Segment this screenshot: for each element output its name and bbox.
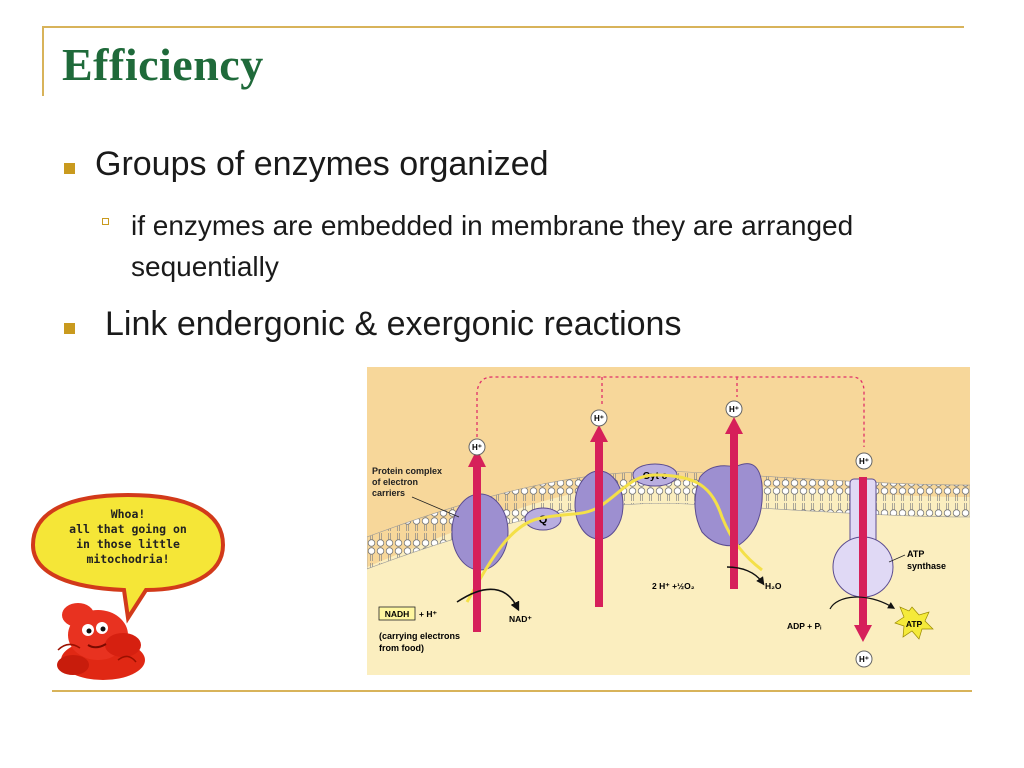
h-plus-label: H⁺	[594, 414, 604, 423]
nadh-reaction-arrow	[456, 588, 520, 612]
speech-text: Whoa!	[111, 507, 146, 521]
q-label: Q	[539, 514, 548, 526]
proton-arrow-4-head	[854, 625, 872, 642]
proton-path-dashed	[476, 376, 865, 447]
protein-complex-label: carriers	[372, 488, 405, 498]
sub-bullet-1-text: if enzymes are embedded in membrane they…	[131, 210, 854, 282]
h-plus-label: H⁺	[859, 655, 869, 664]
nadh-label: NADH	[385, 609, 410, 619]
cartoon-character: Whoa! all that going on in those little …	[30, 492, 226, 680]
pointer-line	[411, 496, 460, 518]
h-plus-label: H⁺	[729, 405, 739, 414]
nadh-box	[378, 606, 416, 621]
proton-arrow-2	[595, 437, 603, 607]
slide-title: Efficiency	[62, 39, 264, 90]
atp-synthase-label: synthase	[907, 561, 946, 571]
slide-frame-top	[42, 26, 964, 28]
pointer-line	[888, 554, 906, 563]
h-plus-label: H⁺	[472, 443, 482, 452]
bullet-1-text: Groups of enzymes organized	[95, 145, 549, 183]
water-reaction-label: 2 H⁺ +½O₂	[652, 581, 695, 591]
bullet-2-text: Link endergonic & exergonic reactions	[105, 305, 682, 343]
square-bullet-icon	[64, 163, 75, 174]
red-mitochondria-creature	[57, 603, 145, 680]
protein-complex-label: of electron	[372, 477, 418, 487]
nad-plus-label: NAD⁺	[509, 614, 532, 624]
water-label: H₂O	[765, 581, 782, 591]
atp-starburst	[894, 606, 934, 640]
protein-complex-label: Protein complex	[372, 466, 442, 476]
speech-text: in those little	[76, 537, 180, 551]
water-arrow	[726, 566, 765, 586]
hollow-square-bullet-icon	[102, 218, 109, 225]
proton-arrow-1-head	[468, 449, 486, 467]
square-bullet-icon	[64, 323, 75, 334]
speech-bubble	[30, 492, 226, 624]
electron-flow-path	[465, 473, 763, 603]
h-plus-label: H⁺	[859, 457, 869, 466]
proton-arrow-1	[473, 462, 481, 632]
electron-transport-diagram: Q Cyt c H⁺ H⁺ H⁺ H⁺ H⁺ Protein complex o…	[367, 367, 970, 675]
adp-label: ADP + Pᵢ	[787, 621, 821, 631]
sub-bullet-1: if enzymes are embedded in membrane they…	[102, 205, 962, 287]
bullet-2: Link endergonic & exergonic reactions	[64, 305, 681, 344]
atp-label: ATP	[906, 619, 923, 629]
proton-arrow-3-head	[725, 417, 743, 434]
atp-synthesis-arrow	[829, 596, 896, 610]
carrying-electrons-label: from food)	[379, 643, 424, 653]
proton-arrow-3	[730, 429, 738, 589]
atp-synthase-label: ATP	[907, 549, 924, 559]
speech-text: all that going on	[69, 522, 187, 536]
proton-arrow-2-head	[590, 425, 608, 442]
proton-arrow-4	[859, 477, 867, 629]
slide-frame-bottom	[52, 690, 972, 692]
carrying-electrons-label: (carrying electrons	[379, 631, 460, 641]
nadh-plus-label: + H⁺	[419, 609, 437, 619]
slide-frame-left	[42, 26, 44, 96]
bullet-1: Groups of enzymes organized	[64, 145, 549, 184]
speech-text: mitochodria!	[86, 552, 169, 566]
